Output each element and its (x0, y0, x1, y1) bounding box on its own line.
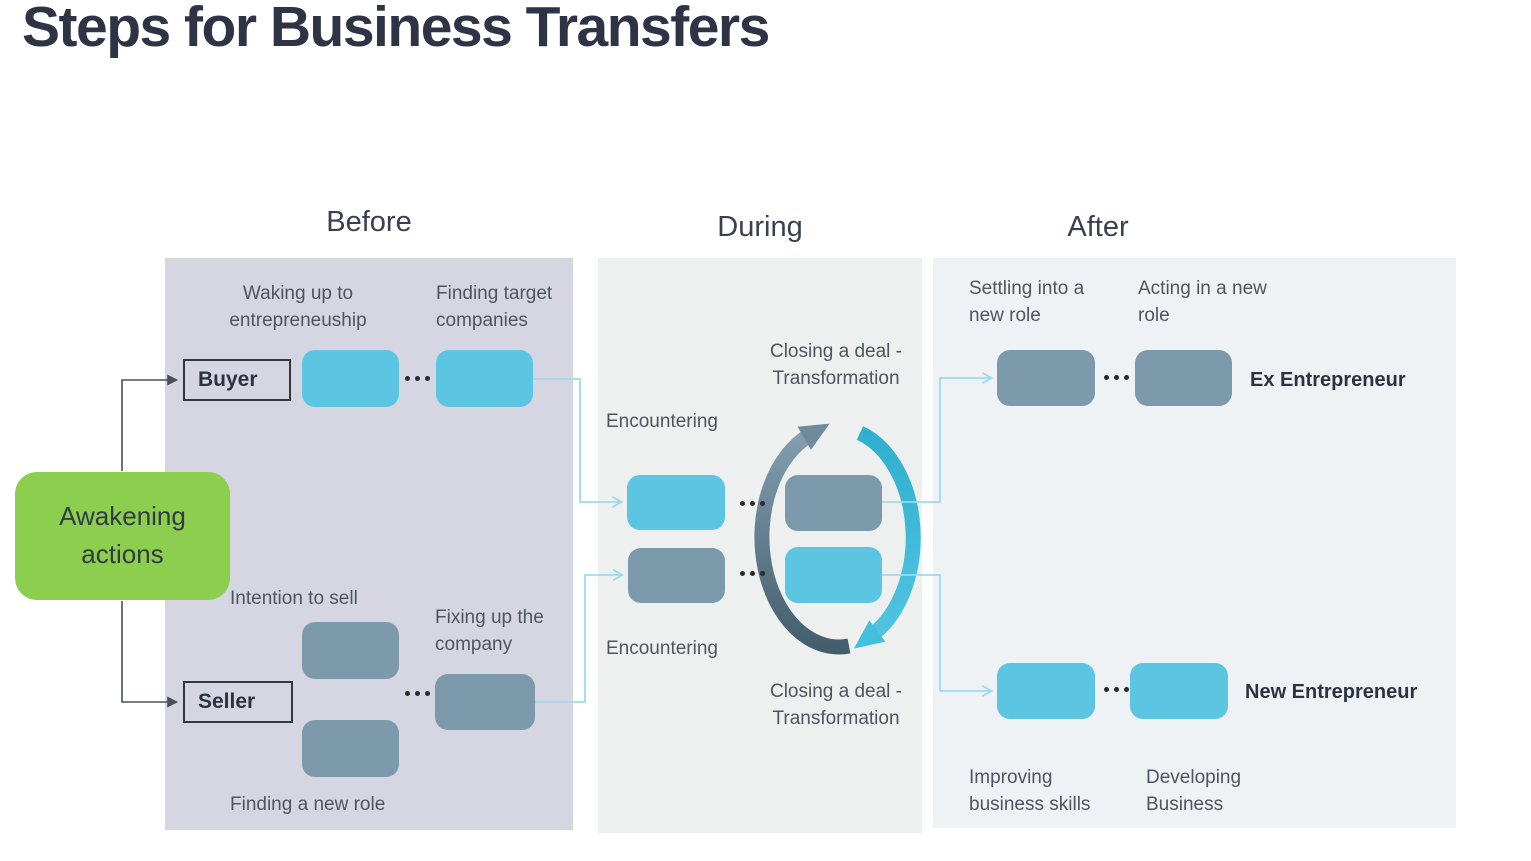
panel-after (933, 258, 1456, 828)
page-title: Steps for Business Transfers (22, 0, 770, 59)
dot (760, 571, 765, 576)
dot (750, 501, 755, 506)
node-closing-deal-buyer (785, 475, 882, 531)
column-header-before: Before (326, 206, 412, 238)
node-acting (1135, 350, 1232, 406)
label-encountering-bottom: Encountering (606, 638, 718, 659)
dot (1104, 375, 1109, 380)
dot (1124, 375, 1129, 380)
dot (405, 376, 410, 381)
node-improving-skills (997, 663, 1095, 719)
dot (1114, 687, 1119, 692)
node-encountering-buyer (627, 475, 725, 530)
dot (1124, 687, 1129, 692)
label-acting: Acting in a new role (1138, 278, 1267, 326)
label-developing-business: Developing Business (1146, 767, 1242, 815)
dot (405, 691, 410, 696)
label-closing-deal-bottom: Closing a deal - Transformation (769, 681, 903, 729)
dot (425, 376, 430, 381)
label-new-entrepreneur: New Entrepreneur (1245, 681, 1418, 703)
ellipsis-dots (1104, 687, 1129, 692)
label-intention-to-sell: Intention to sell (230, 588, 358, 609)
dot (425, 691, 430, 696)
label-ex-entrepreneur: Ex Entrepreneur (1250, 369, 1406, 391)
seller-box: Seller (183, 681, 293, 723)
label-fixing-up: Fixing up the company (435, 607, 544, 655)
label-finding-target: Finding target companies (436, 283, 553, 331)
dot (415, 376, 420, 381)
dot (740, 571, 745, 576)
ellipsis-dots (405, 691, 430, 696)
node-fixing-up (435, 674, 535, 730)
column-header-during: During (717, 211, 803, 243)
dot (760, 501, 765, 506)
ellipsis-dots (740, 501, 765, 506)
ellipsis-dots (740, 571, 765, 576)
dot (740, 501, 745, 506)
awakening-actions-box: Awakening actions (15, 472, 230, 600)
dot (415, 691, 420, 696)
dot (1114, 375, 1119, 380)
label-encountering-top: Encountering (606, 411, 718, 432)
node-developing-business (1130, 663, 1228, 719)
node-encountering-seller (628, 548, 725, 603)
label-finding-new-role: Finding a new role (230, 794, 386, 815)
node-closing-deal-seller (785, 547, 882, 603)
node-finding-role (302, 720, 399, 777)
dot (1104, 687, 1109, 692)
node-waking-up (302, 350, 399, 407)
label-settling: Settling into a new role (969, 278, 1085, 326)
label-waking-up: Waking up to entrepreneuship (229, 283, 367, 331)
ellipsis-dots (405, 376, 430, 381)
column-header-after: After (1067, 211, 1129, 243)
label-improving-skills: Improving business skills (969, 767, 1091, 815)
ellipsis-dots (1104, 375, 1129, 380)
dot (750, 571, 755, 576)
buyer-box: Buyer (183, 359, 291, 401)
node-finding-target (436, 350, 533, 407)
node-settling (997, 350, 1095, 406)
label-closing-deal-top: Closing a deal - Transformation (769, 341, 903, 389)
node-intention-to-sell (302, 622, 399, 679)
